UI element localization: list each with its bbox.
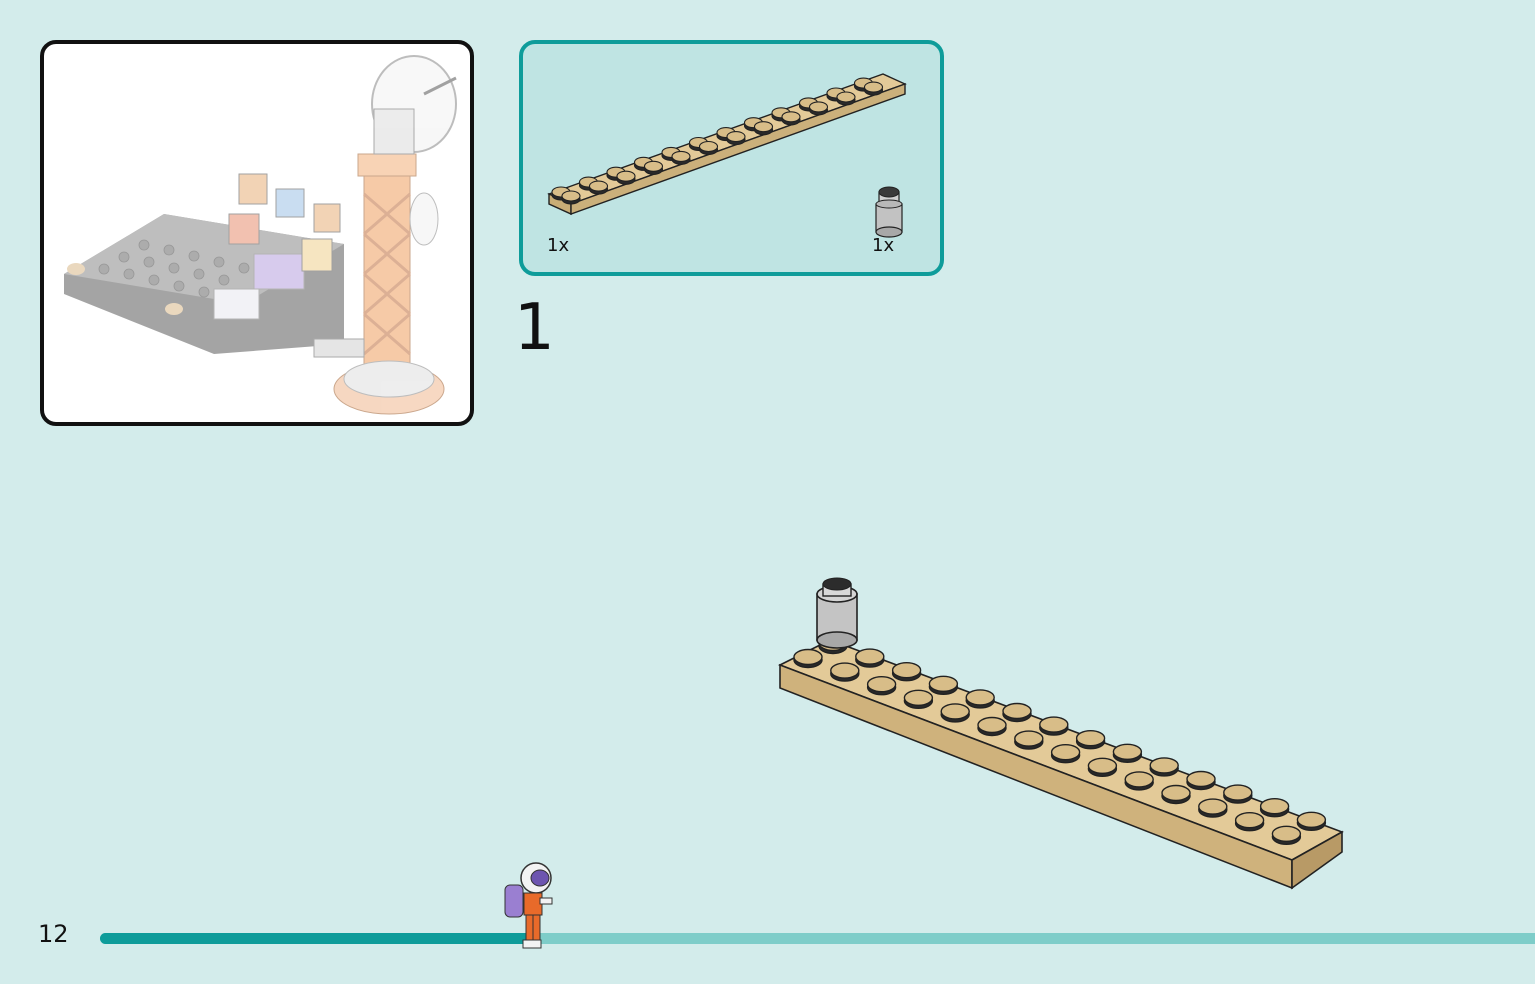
plate-stud: [903, 689, 934, 707]
model-preview-image: [64, 55, 457, 415]
plate-stud: [866, 675, 897, 693]
model-preview-panel: [40, 40, 474, 426]
plate-stud: [726, 131, 746, 143]
astronaut-progress-icon: [504, 862, 553, 949]
plate-stud: [1087, 757, 1118, 775]
tan-plate-assembled: [778, 634, 1344, 890]
gray-round-brick-assembled: [816, 577, 858, 649]
gray-round-brick-part: [875, 186, 903, 238]
plate-stud: [808, 101, 829, 113]
plate-stud: [643, 160, 664, 172]
main-build-illustration: [778, 577, 1344, 890]
plate-stud: [1259, 797, 1290, 815]
parts-callout: 1x 1x: [519, 40, 944, 276]
plate-stud: [965, 689, 995, 706]
progress-bar: [100, 933, 1535, 944]
plate-stud: [561, 190, 581, 202]
plate-stud: [977, 716, 1007, 734]
plate-quantity-label: 1x: [547, 235, 570, 256]
round-brick-quantity-label: 1x: [872, 235, 895, 256]
plate-stud: [1234, 811, 1265, 829]
plate-stud: [928, 675, 959, 693]
plate-stud: [855, 648, 885, 665]
plate-stud: [940, 703, 970, 720]
progress-bar-fill: [100, 933, 531, 944]
plate-stud: [1014, 730, 1044, 747]
plate-stud: [1002, 702, 1032, 720]
plate-stud: [1223, 784, 1253, 801]
page-number: 12: [38, 920, 69, 948]
plate-stud: [1198, 798, 1228, 815]
plate-stud: [781, 111, 801, 123]
plate-stud: [1112, 743, 1143, 761]
parts-illustration: [547, 73, 907, 238]
step-number: 1: [514, 291, 555, 365]
plate-stud: [1186, 770, 1216, 788]
plate-stud: [1124, 771, 1154, 788]
plate-stud: [793, 648, 823, 666]
tan-plate-part: [547, 73, 907, 216]
plate-stud: [698, 140, 719, 153]
plate-stud: [836, 91, 856, 103]
plate-stud: [1271, 825, 1302, 842]
plate-stud: [1149, 757, 1179, 774]
plate-stud: [1075, 729, 1106, 747]
plate-stud: [1161, 784, 1191, 802]
plate-stud: [1050, 743, 1081, 761]
plate-stud: [671, 150, 691, 162]
plate-stud: [830, 662, 860, 679]
plate-stud: [753, 121, 774, 133]
plate-stud: [616, 170, 636, 182]
plate-stud: [863, 81, 884, 93]
plate-stud: [588, 180, 609, 192]
plate-stud: [1039, 716, 1069, 733]
plate-stud: [1296, 811, 1327, 829]
plate-stud: [891, 661, 922, 679]
